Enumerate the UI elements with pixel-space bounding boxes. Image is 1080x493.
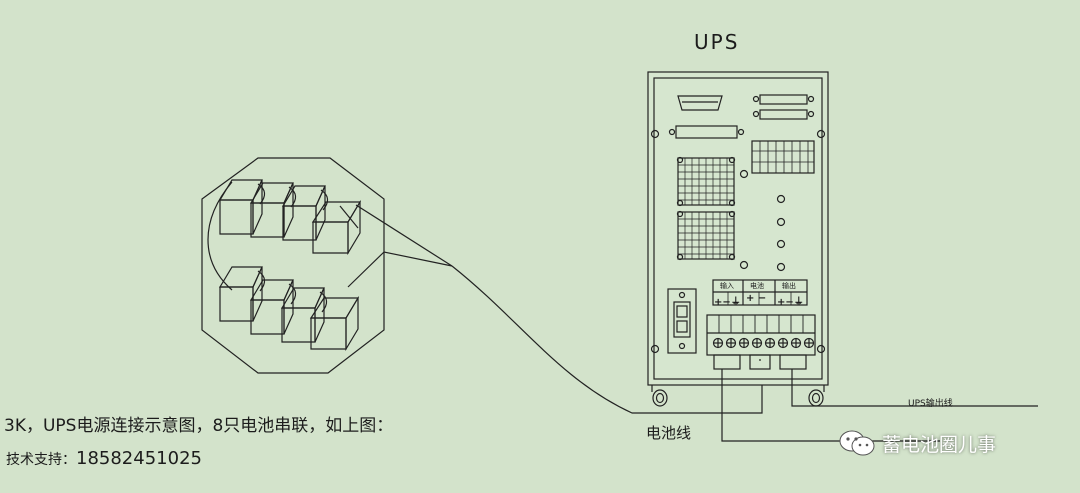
series-link: [207, 181, 233, 291]
battery-breaker-switch: [667, 288, 697, 354]
input-breaker-block: [751, 140, 815, 174]
watermark-text: 蓄电池圈儿事: [882, 433, 997, 456]
battery-cable: [451, 265, 763, 414]
wechat-icon: [839, 430, 875, 456]
battery-bank: [201, 157, 453, 374]
tech-support-phone: 18582451025: [76, 448, 202, 469]
battery-cable-label: 电池线: [646, 424, 692, 442]
ups-cabinet: [647, 71, 829, 407]
db9-serial-port: [677, 95, 723, 111]
terminal-label-battery: 电池: [750, 282, 764, 290]
ups-title: UPS: [694, 30, 740, 54]
terminal-block: [706, 314, 816, 356]
terminal-sign-3: +−⏚: [777, 297, 804, 308]
ups-output-cable: [791, 369, 1038, 407]
tech-support-label: 技术支持：: [6, 452, 76, 468]
terminal-sign-1: +−⏚: [714, 297, 741, 308]
indicator-lights: [776, 194, 786, 272]
terminal-sign-2: + −: [746, 293, 767, 304]
terminal-label-output: 输出: [782, 282, 796, 290]
tech-support: 技术支持：18582451025: [6, 448, 202, 469]
diagram-caption: 3K，UPS电源连接示意图，8只电池串联，如上图：: [4, 416, 394, 436]
terminal-label-input: 输入: [720, 282, 734, 290]
ups-output-cable-label: UPS输出线: [908, 399, 953, 409]
battery-row-top: [218, 179, 362, 256]
card-slot: [675, 125, 738, 139]
watermark: 蓄电池圈儿事: [838, 429, 996, 457]
cabinet-wheels: [651, 385, 825, 407]
terminal-label-row: [712, 279, 808, 306]
fan-grill-top: [676, 156, 736, 207]
battery-row-bottom: [218, 266, 360, 352]
fan-grill-bottom: [676, 210, 736, 261]
